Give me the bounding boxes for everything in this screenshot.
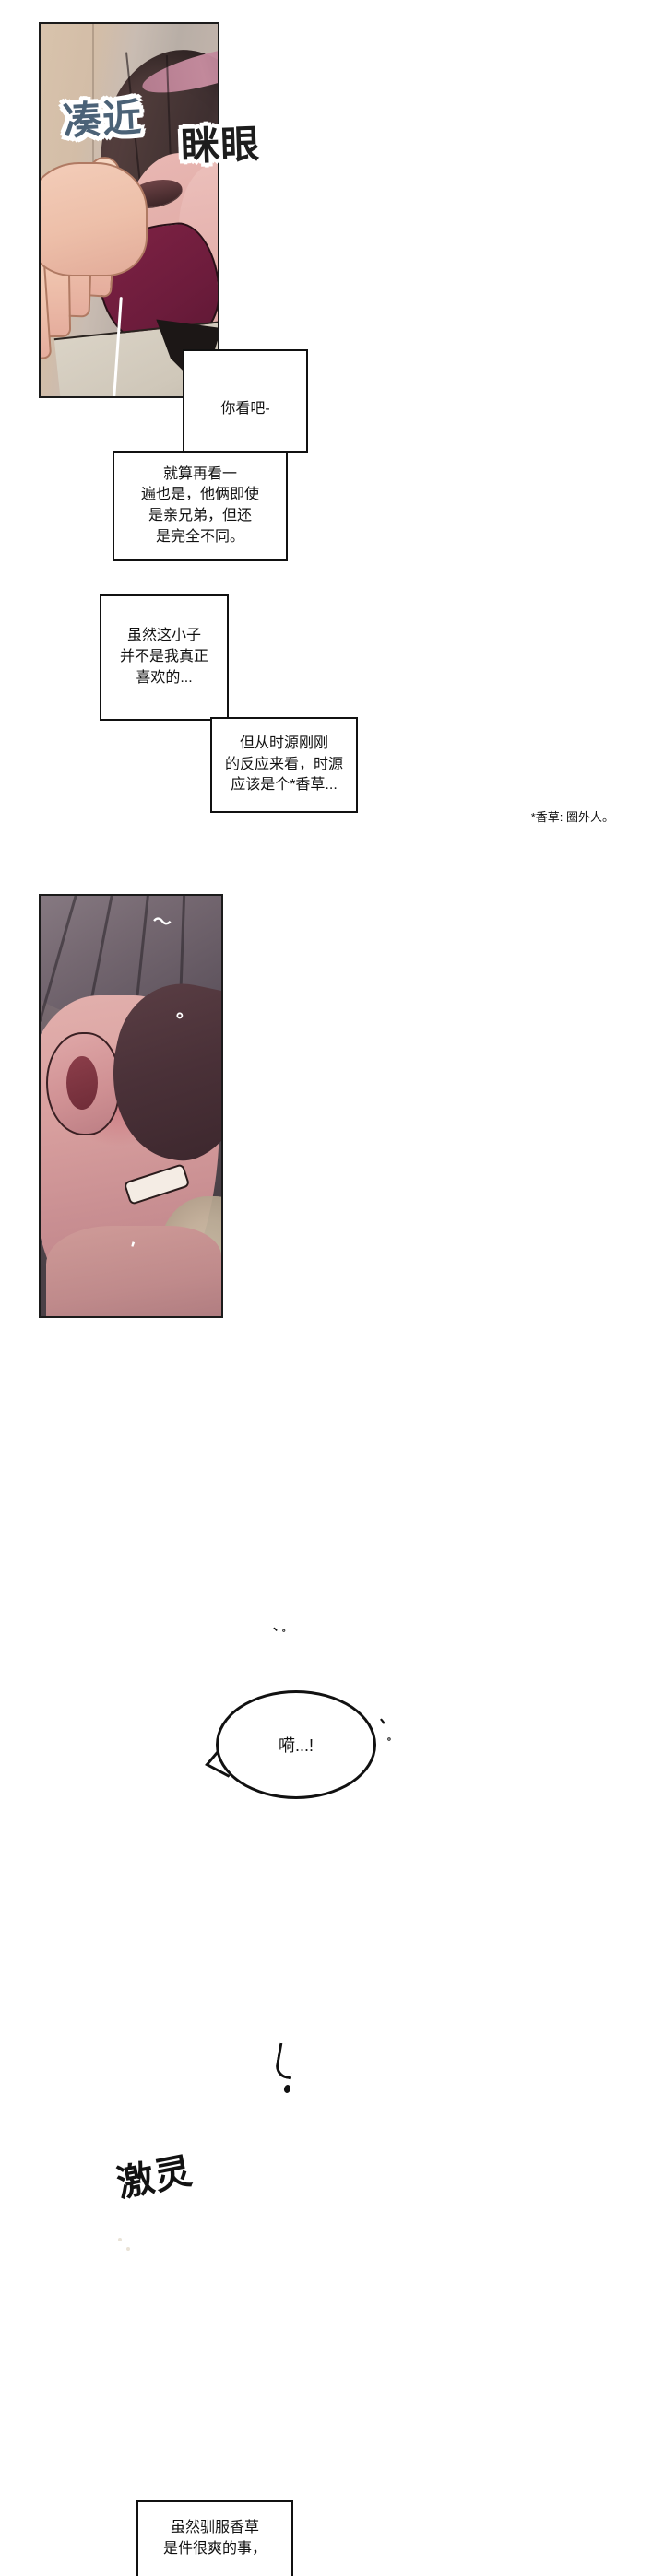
caption-box-3: 虽然这小子 并不是我真正 喜欢的... (100, 594, 229, 721)
caption-box-4: 但从时源刚刚 的反应来看，时源 应该是个*香草... (210, 717, 358, 813)
emotion-mark: 、 (273, 1619, 286, 1633)
ear-inner (66, 1056, 98, 1110)
neck (46, 1226, 221, 1316)
speck (126, 2247, 130, 2251)
emotion-dot: 。 (282, 1624, 291, 1633)
speech-balloon: 嗬...! (216, 1690, 376, 1799)
palm (41, 162, 148, 276)
caption-box-1: 你看吧- (183, 349, 308, 453)
squiggle-mark: 。 (173, 999, 196, 1023)
footnote-vanilla-definition: *香草: 圈外人。 (530, 810, 614, 824)
emotion-dot: 。 (387, 1733, 397, 1743)
sfx-narrow-eyes: 眯眼 (180, 122, 261, 169)
caption-box-5: 虽然驯服香草 是件很爽的事， (136, 2500, 293, 2576)
hook-mark (273, 2042, 298, 2080)
emotion-mark: 、 (378, 1707, 398, 1729)
comic-panel-2: 〜 。 ' (39, 894, 223, 1318)
sfx-lean-close: 凑近 (61, 95, 144, 144)
hook-dot (283, 2084, 291, 2094)
speck (118, 2238, 122, 2241)
ear (46, 1032, 120, 1135)
comic-panel-1 (39, 22, 219, 398)
caption-box-2: 就算再看一 遍也是，他俩即使 是亲兄弟，但还 是完全不同。 (113, 451, 288, 561)
sfx-shiver: 激灵 (113, 2150, 196, 2205)
wall-seam (92, 24, 94, 236)
